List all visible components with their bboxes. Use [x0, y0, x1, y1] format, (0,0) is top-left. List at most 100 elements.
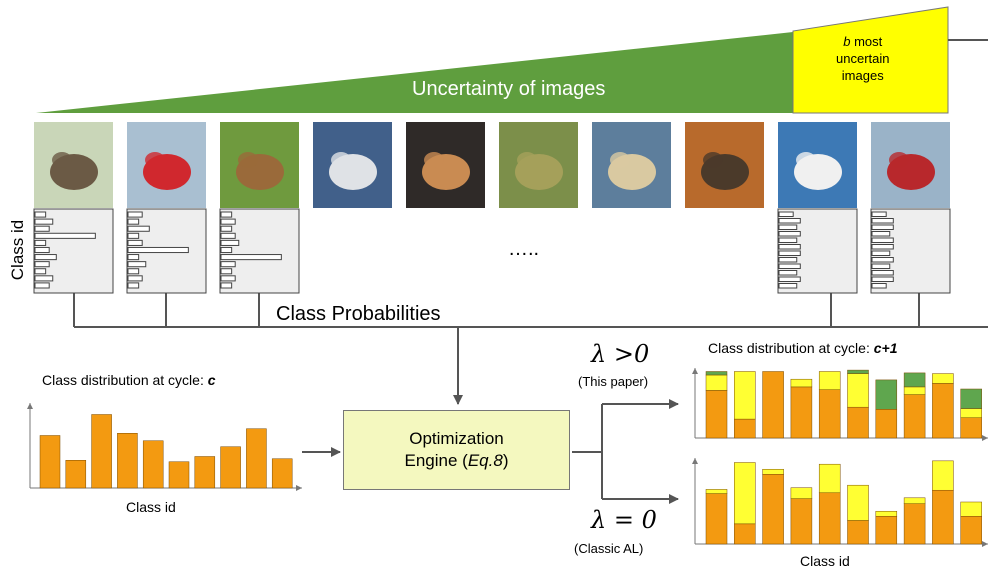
prob-bar: [34, 232, 96, 239]
thumb-subject-detail: [145, 152, 165, 168]
prob-bar: [871, 250, 891, 256]
chart2-bar-seg: [705, 390, 728, 439]
b-most-uncertain-label: b most uncertain images: [836, 33, 889, 84]
prob-bar: [220, 282, 233, 289]
prob-bar: [220, 225, 233, 232]
prob-bar: [34, 275, 54, 282]
chart1-bar: [246, 428, 267, 489]
chart2-bar-seg: [762, 371, 784, 439]
prob-bar: [34, 268, 47, 275]
chart1-x-arrowhead: [296, 485, 302, 491]
chart2-bar-seg: [790, 378, 813, 388]
thumb-subject-detail: [331, 152, 351, 168]
chart2-bar-seg: [790, 386, 813, 439]
chart3-bar-seg: [847, 484, 869, 521]
b-line2: uncertain: [836, 51, 890, 66]
prob-bar: [127, 246, 189, 254]
prob-bar: [127, 239, 143, 246]
prob-bar: [778, 250, 801, 256]
prob-bar: [34, 211, 47, 218]
chart1-y-arrowhead: [27, 403, 33, 409]
chart2-x-arrowhead: [982, 435, 988, 441]
chart3-bar-seg: [762, 468, 784, 475]
chart2-bar-seg: [734, 371, 756, 420]
prob-bar: [778, 257, 798, 263]
truck-image-icon: [871, 122, 950, 208]
chart3-bar-seg: [960, 501, 982, 517]
prob-bar: [871, 224, 894, 230]
prob-bar: [778, 231, 801, 237]
chart2-bar-seg: [960, 388, 982, 409]
cycle-c-title: Class distribution at cycle: c: [42, 372, 216, 388]
frog-image-icon: [499, 122, 578, 208]
cycle-c1-title-text: Class distribution at cycle:: [708, 340, 874, 356]
prob-bar: [871, 283, 887, 289]
horse-image-icon: [220, 122, 299, 208]
prob-bar: [34, 261, 50, 268]
thumb-subject-detail: [238, 152, 258, 168]
prob-bar: [220, 211, 233, 218]
prob-bar: [127, 218, 140, 225]
chart3-bar-seg: [734, 523, 756, 545]
cycle-c1-var: c+1: [873, 340, 898, 356]
engine-eq: Eq.8: [467, 451, 503, 470]
chart2-bar-seg: [875, 409, 898, 439]
prob-bar: [778, 237, 798, 243]
prob-bar: [220, 232, 236, 239]
chart3-bar-seg: [705, 493, 728, 545]
top-most-uncertain-highlight: [792, 6, 949, 114]
b-variable: b: [843, 34, 851, 49]
prob-bar: [778, 270, 798, 276]
chart2-bar-seg: [932, 373, 954, 384]
chart1-bar: [142, 440, 164, 489]
chart2-bar-seg: [818, 389, 841, 439]
chart3-x-arrowhead: [982, 541, 988, 547]
prob-bar: [778, 211, 794, 217]
ellipsis: …..: [508, 238, 540, 260]
chart3-bar-seg: [705, 489, 728, 494]
classic-al-note: (Classic AL): [574, 541, 644, 556]
thumb-subject-detail: [703, 152, 723, 168]
class-probabilities-label: Class Probabilities: [274, 303, 443, 326]
chart2-bar-seg: [932, 383, 954, 439]
chart3-bar-seg: [960, 516, 982, 545]
prob-bar: [34, 225, 50, 232]
prob-bar: [220, 218, 236, 225]
class-id-label-1: Class id: [126, 499, 176, 515]
chart2-bar-seg: [960, 408, 982, 418]
chart3-bar-seg: [818, 492, 841, 545]
dog-image-icon: [406, 122, 485, 208]
chart1-bar: [194, 456, 216, 489]
prob-bar: [127, 225, 150, 232]
prob-bar: [220, 246, 233, 254]
prob-bar: [220, 268, 233, 275]
engine-line1: Optimization: [409, 429, 504, 448]
thumb-subject-detail: [889, 152, 909, 168]
prob-bar: [871, 231, 891, 237]
engine-line2-suffix: ): [502, 451, 509, 470]
lambda-zero: λ = 0: [591, 506, 657, 534]
chart2-bar-seg: [847, 373, 869, 408]
uncertainty-wedge: [36, 32, 793, 113]
prob-bar: [220, 275, 236, 282]
prob-bar: [127, 211, 143, 218]
ship-image-icon: [778, 122, 857, 208]
class-id-label-2: Class id: [800, 553, 850, 569]
chart3-bar-seg: [818, 463, 841, 494]
chart3-bar-seg: [762, 474, 784, 545]
chart1-bar: [117, 433, 138, 489]
prob-bar: [34, 239, 47, 246]
cycle-c-var: c: [207, 372, 216, 388]
chart1-bar: [271, 458, 293, 489]
chart1-bar: [65, 460, 87, 489]
prob-bar: [220, 239, 240, 246]
cycle-c-title-text: Class distribution at cycle:: [42, 372, 208, 388]
b-line1: most: [850, 34, 883, 49]
cycle-c1-title: Class distribution at cycle: c+1: [708, 340, 897, 356]
thumb-subject-detail: [424, 152, 444, 168]
this-paper-note: (This paper): [578, 374, 649, 389]
prob-bar: [871, 257, 894, 263]
prob-bar: [871, 276, 894, 282]
chart3-bar-seg: [903, 503, 926, 545]
